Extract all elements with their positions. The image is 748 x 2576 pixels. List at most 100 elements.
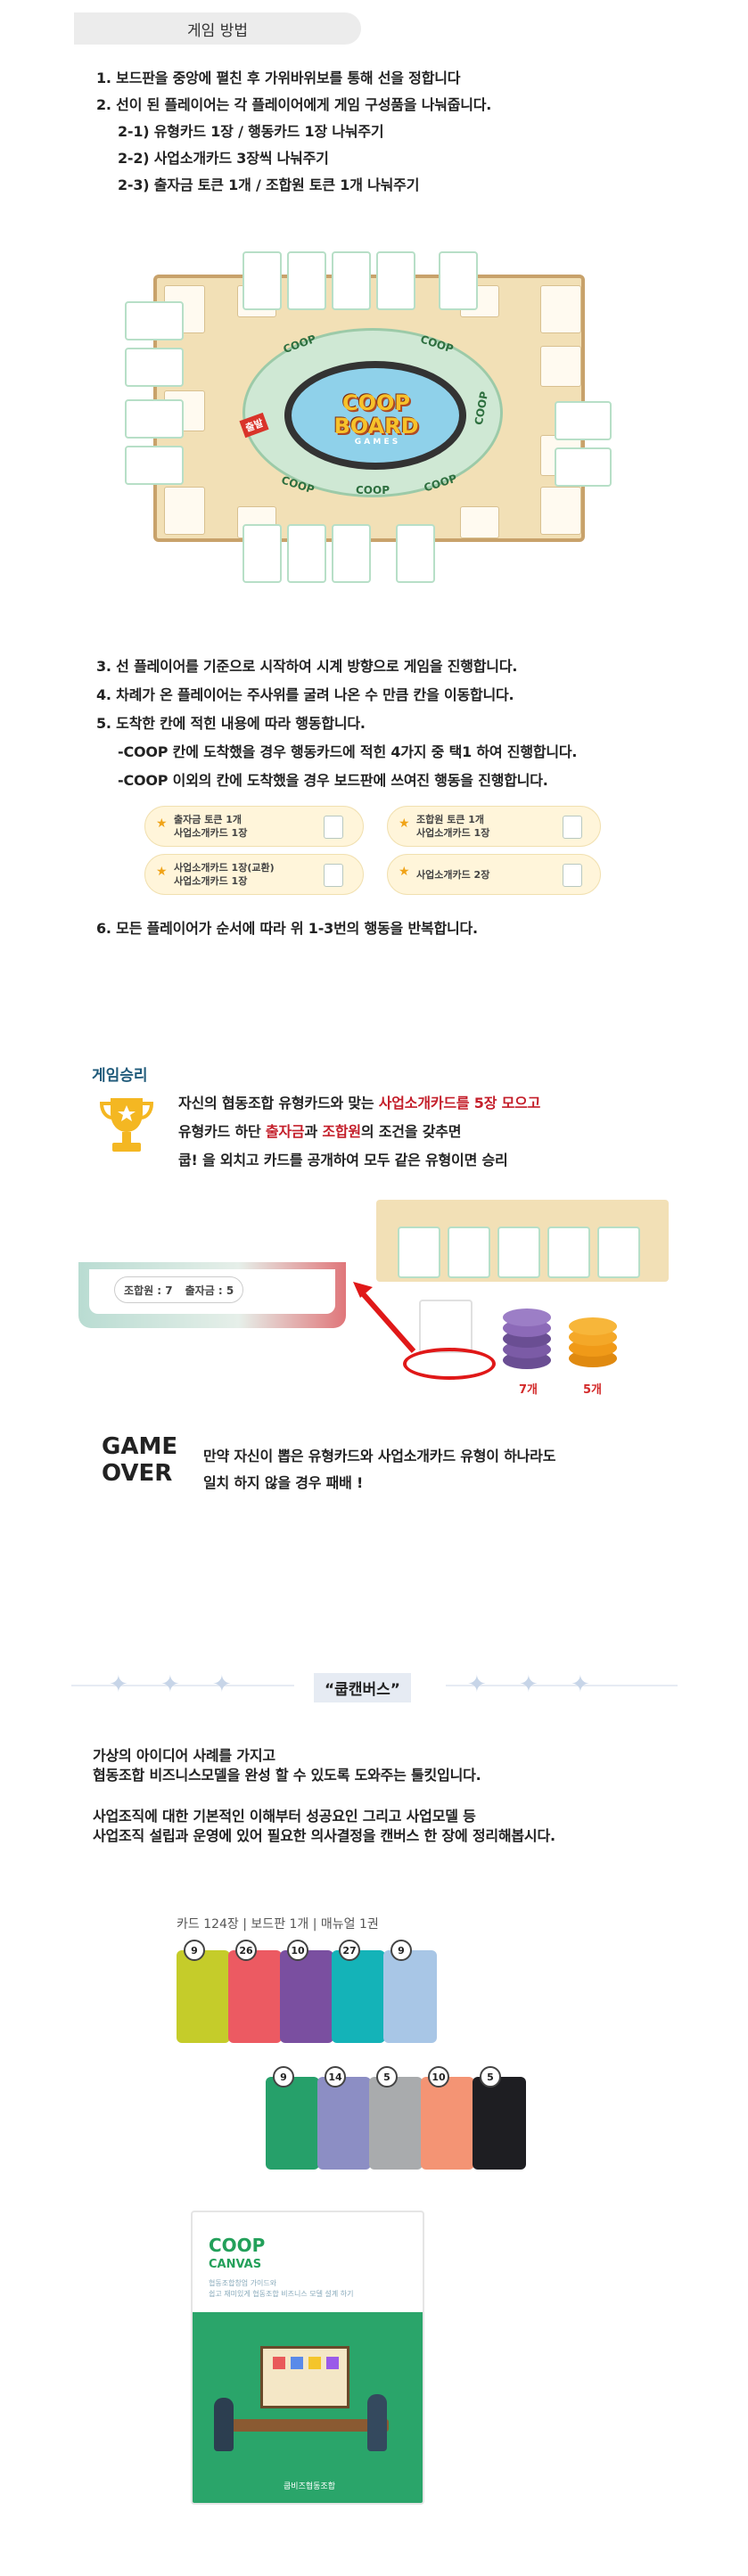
- card: [125, 348, 184, 387]
- victory-highlight: 사업소개카드를 5장 모으고: [378, 1095, 541, 1112]
- gameover-title: GAME OVER: [102, 1433, 177, 1487]
- illustration-person: [214, 2398, 234, 2451]
- victory-highlight: 조합원: [322, 1123, 361, 1140]
- illustration-person: [367, 2394, 387, 2451]
- card-stack: 5: [369, 2066, 423, 2170]
- board-cell: [540, 285, 581, 333]
- card-count-badge: 5: [480, 2066, 501, 2088]
- card: [497, 1226, 540, 1278]
- card: [287, 524, 326, 583]
- action-line: 사업소개카드 1장(교환): [174, 862, 275, 874]
- start-space: 출발: [239, 412, 269, 439]
- star-icon: ★: [399, 816, 410, 831]
- card-icon: [324, 864, 343, 887]
- card-count-badge: 9: [184, 1940, 205, 1961]
- step-3: 3. 선 플레이어를 기준으로 시작하여 시계 방향으로 게임을 진행합니다.: [96, 658, 518, 675]
- member-count: 7개: [519, 1383, 538, 1397]
- sparkle-icon: ✦: [212, 1671, 232, 1698]
- trophy-icon: [99, 1098, 154, 1152]
- step-5-b: -COOP 이외의 칸에 도착했을 경우 보드판에 쓰여진 행동을 진행합니다.: [118, 772, 548, 789]
- sparkle-icon: ✦: [160, 1671, 180, 1698]
- card-count-badge: 26: [235, 1940, 257, 1961]
- card-stack: 9: [177, 1940, 230, 2043]
- section-tab-label: 게임 방법: [187, 21, 248, 40]
- step-2-3: 2-3) 출자금 토큰 1개 / 조합원 토큰 1개 나눠주기: [118, 176, 420, 193]
- card: [242, 251, 282, 310]
- board-cell: [460, 506, 499, 538]
- board-cell: [540, 346, 581, 387]
- card: [597, 1226, 640, 1278]
- action-line: 사업소개카드 1장: [174, 827, 248, 839]
- condition-badge: 조합원 : 7 출자금 : 5: [114, 1276, 244, 1303]
- gameover-text: 만약 자신이 뽑은 유형카드와 사업소개카드 유형이 하나라도: [203, 1448, 556, 1464]
- sparkle-icon: ✦: [571, 1671, 590, 1698]
- card-count-badge: 5: [376, 2066, 398, 2088]
- step-2-1: 2-1) 유형카드 1장 / 행동카드 1장 나눠주기: [118, 123, 384, 140]
- card: [398, 1226, 440, 1278]
- card: [242, 524, 282, 583]
- coop-space: COOP: [279, 473, 316, 496]
- logo-sub: G A M E S: [354, 438, 399, 447]
- arrow-icon: [353, 1282, 416, 1353]
- star-icon: ★: [156, 816, 168, 831]
- card-stack: 5: [473, 2066, 526, 2170]
- action-line: 사업소개카드 2장: [416, 868, 490, 881]
- card-count-badge: 10: [428, 2066, 449, 2088]
- box-title-line-1: COOP: [209, 2235, 266, 2256]
- victory-text: 의 조건을 갖추면: [360, 1123, 462, 1140]
- box-sub-line: 협동조합창업 가이드와: [209, 2279, 277, 2287]
- card: [439, 251, 478, 310]
- card-icon: [563, 864, 582, 887]
- action-option: ★ 사업소개카드 2장: [387, 854, 601, 895]
- card-stack: 10: [421, 2066, 474, 2170]
- canvas-desc: 사업조직 설립과 운영에 있어 필요한 의사결정을 캔버스 한 장에 정리해봅시…: [93, 1827, 555, 1844]
- card: [332, 524, 371, 583]
- step-2: 2. 선이 된 플레이어는 각 플레이어에게 게임 구성품을 나눠줍니다.: [96, 96, 492, 113]
- box-brand: 쿱비즈협동조합: [284, 2482, 335, 2491]
- action-line: 조합원 토큰 1개: [416, 814, 485, 825]
- card-stack: 14: [317, 2066, 371, 2170]
- coop-space: COOP: [281, 332, 318, 357]
- card: [332, 251, 371, 310]
- card-count-badge: 14: [325, 2066, 346, 2088]
- box-title-line-2: CANVAS: [209, 2258, 262, 2271]
- card: [547, 1226, 590, 1278]
- logo-line-2: BOARD: [333, 414, 419, 439]
- fund-condition: 출자금 : 5: [185, 1284, 234, 1297]
- box-title: COOP CANVAS: [209, 2236, 265, 2275]
- victory-text: 쿱! 을 외치고 카드를 공개하여 모두 같은 유형이면 승리: [178, 1152, 508, 1169]
- illustration-canvas: [260, 2346, 349, 2408]
- coop-space: COOP: [418, 332, 456, 356]
- step-5: 5. 도착한 칸에 적힌 내용에 따라 행동합니다.: [96, 715, 366, 732]
- divider: [71, 1685, 294, 1686]
- star-icon: ★: [399, 865, 410, 879]
- victory-title: 게임승리: [92, 1067, 148, 1085]
- card: [555, 447, 612, 487]
- card-stack: 10: [280, 1940, 333, 2043]
- card: [125, 399, 184, 439]
- card-count-badge: 10: [287, 1940, 308, 1961]
- card: [396, 524, 435, 583]
- card-stack: 26: [228, 1940, 282, 2043]
- gameover-text: 일치 하지 않을 경우 패배 !: [203, 1474, 364, 1491]
- product-box: COOP CANVAS 협동조합창업 가이드와 쉽고 재미있게 협동조합 비즈니…: [191, 2211, 424, 2505]
- card-count-badge: 9: [390, 1940, 412, 1961]
- card: [287, 251, 326, 310]
- step-2-2: 2-2) 사업소개카드 3장씩 나눠주기: [118, 150, 329, 167]
- coop-space: COOP: [472, 390, 491, 426]
- gameover-line-1: GAME: [102, 1433, 178, 1460]
- board-illustration: COOP COOP COOP COOP COOP COOP 출발 COOP BO…: [153, 275, 585, 542]
- action-line: 사업소개카드 1장: [174, 875, 248, 887]
- sticky-note: [273, 2357, 285, 2369]
- canvas-desc: 협동조합 비즈니스모델을 완성 할 수 있도록 도와주는 툴킷입니다.: [93, 1767, 481, 1784]
- coop-space: COOP: [356, 484, 390, 496]
- fund-token-icon: [569, 1317, 617, 1367]
- canvas-desc: 사업조직에 대한 기본적인 이해부터 성공요인 그리고 사업모델 등: [93, 1808, 476, 1825]
- sparkle-icon: ✦: [519, 1671, 538, 1698]
- highlight-circle: [403, 1348, 496, 1380]
- board-logo: COOP BOARD G A M E S: [327, 391, 425, 447]
- sticky-note: [291, 2357, 303, 2369]
- victory-highlight: 출자금: [265, 1123, 305, 1140]
